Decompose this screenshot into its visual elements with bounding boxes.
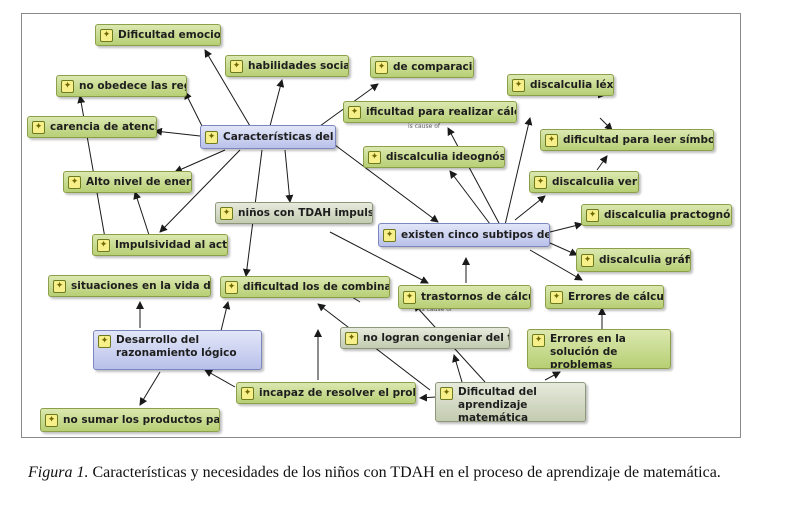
edge-label: is cause of (420, 306, 452, 313)
lightbulb-icon: ✦ (61, 79, 74, 93)
lightbulb-icon: ✦ (53, 279, 66, 293)
node-label: no sumar los productos parcial.. (63, 414, 220, 426)
lightbulb-icon: ✦ (225, 280, 238, 294)
node-label: habilidades sociales (248, 60, 348, 72)
node-label: niños con TDAH impulsivo (238, 207, 372, 219)
lightbulb-icon: ✦ (68, 175, 81, 189)
lightbulb-icon: ✦ (545, 133, 558, 147)
node-dificultad-simbolos[interactable]: ✦ dificultad para leer símbolos .. (540, 129, 714, 151)
node-dificultad-calculo[interactable]: ✦ ificultad para realizar cálcul.. (343, 101, 517, 123)
node-label: Desarrollo del razonamiento lógico (116, 334, 237, 359)
node-label: situaciones en la vida diaria (71, 280, 211, 292)
lightbulb-icon: ✦ (512, 78, 525, 92)
node-impulsividad[interactable]: ✦ Impulsividad al actuar (92, 234, 228, 256)
lightbulb-icon: ✦ (550, 290, 563, 304)
lightbulb-icon: ✦ (97, 238, 110, 252)
lightbulb-icon: ✦ (205, 130, 218, 144)
lightbulb-icon: ✦ (440, 387, 453, 400)
node-label: Errores de cálculo: (568, 291, 664, 303)
node-no-sumar[interactable]: ✦ no sumar los productos parcial.. (40, 408, 220, 432)
node-errores-calculo[interactable]: ✦ Errores de cálculo: (545, 285, 664, 309)
node-discalculia-practognostica[interactable]: ✦ discalculia practognóstica (581, 204, 732, 226)
node-label: Dificultad emocional (118, 29, 221, 41)
lightbulb-icon: ✦ (220, 206, 233, 220)
node-label: Alto nivel de energía (86, 176, 192, 188)
node-label: Características del niño (223, 131, 335, 143)
node-label: ificultad para realizar cálcul.. (366, 106, 516, 118)
lightbulb-icon: ✦ (241, 386, 254, 400)
node-label: de comparación (393, 61, 473, 73)
node-label: no logran congeniar del todo (363, 332, 509, 344)
node-label: discalculia verbal (552, 176, 638, 188)
lightbulb-icon: ✦ (345, 331, 358, 345)
lightbulb-icon: ✦ (403, 290, 416, 304)
node-label: discalculia ideognóstica (386, 151, 504, 163)
node-razonamiento-logico[interactable]: ✦ Desarrollo del razonamiento lógico (93, 330, 262, 370)
node-label: incapaz de resolver el problem.. (259, 387, 415, 399)
node-dificultad-aprendizaje[interactable]: ✦ Dificultad del aprendizaje matemática (435, 382, 586, 422)
node-dificultad-emocional[interactable]: ✦ Dificultad emocional (95, 24, 221, 46)
node-label: discalculia léxica (530, 79, 614, 91)
figure-caption: Figura 1. Características y necesidades … (28, 462, 788, 483)
node-label: Impulsividad al actuar (115, 239, 228, 251)
node-errores-solucion[interactable]: ✦ Errores en la solución de problemas (527, 329, 671, 369)
node-label: carencia de atención (50, 121, 156, 133)
node-label: Dificultad del aprendizaje matemática (458, 386, 537, 422)
lightbulb-icon: ✦ (348, 105, 361, 119)
lightbulb-icon: ✦ (368, 150, 381, 164)
node-discalculia-ideognostica[interactable]: ✦ discalculia ideognóstica (363, 146, 505, 168)
lightbulb-icon: ✦ (586, 208, 599, 222)
node-trastornos-calculo[interactable]: ✦ trastornos de cálculo. (398, 285, 531, 309)
lightbulb-icon: ✦ (230, 59, 243, 73)
lightbulb-icon: ✦ (532, 334, 545, 347)
lightbulb-icon: ✦ (98, 335, 111, 348)
node-discalculia-lexica[interactable]: ✦ discalculia léxica (507, 74, 614, 96)
node-label: discalculia practognóstica (604, 209, 731, 221)
node-label: dificultad los de combinación (243, 281, 389, 293)
node-caracteristicas-del-nino[interactable]: ✦ Características del niño (200, 125, 336, 149)
lightbulb-icon: ✦ (32, 120, 45, 134)
node-label: trastornos de cálculo. (421, 291, 530, 303)
edge-label: is cause of (408, 123, 440, 130)
node-label: existen cinco subtipos de disc.. (401, 229, 549, 241)
node-cinco-subtipos[interactable]: ✦ existen cinco subtipos de disc.. (378, 223, 550, 247)
lightbulb-icon: ✦ (534, 175, 547, 189)
node-dificultad-combinacion[interactable]: ✦ dificultad los de combinación (220, 276, 390, 298)
node-situaciones[interactable]: ✦ situaciones en la vida diaria (48, 275, 211, 297)
node-label: Errores en la solución de problemas (550, 333, 626, 369)
figure-label: Figura 1. (28, 464, 89, 481)
lightbulb-icon: ✦ (581, 253, 594, 267)
lightbulb-icon: ✦ (100, 28, 113, 42)
node-tdah-impulsivo[interactable]: ✦ niños con TDAH impulsivo (215, 202, 373, 224)
node-incapaz-resolver[interactable]: ✦ incapaz de resolver el problem.. (236, 382, 416, 404)
node-discalculia-verbal[interactable]: ✦ discalculia verbal (529, 171, 639, 193)
node-label: dificultad para leer símbolos .. (563, 134, 713, 146)
lightbulb-icon: ✦ (375, 60, 388, 74)
node-carencia-atencion[interactable]: ✦ carencia de atención (27, 116, 157, 138)
node-habilidades-sociales[interactable]: ✦ habilidades sociales (225, 55, 349, 77)
lightbulb-icon: ✦ (45, 413, 58, 427)
node-label: no obedece las reglas (79, 80, 186, 92)
node-no-obedece[interactable]: ✦ no obedece las reglas (56, 75, 187, 97)
lightbulb-icon: ✦ (383, 228, 396, 242)
node-no-logran[interactable]: ✦ no logran congeniar del todo (340, 327, 510, 349)
node-alto-nivel-energia[interactable]: ✦ Alto nivel de energía (63, 171, 192, 193)
node-label: discalculia gráfica (599, 254, 690, 266)
caption-text: Características y necesidades de los niñ… (88, 464, 721, 481)
node-discalculia-grafica[interactable]: ✦ discalculia gráfica (576, 248, 691, 272)
node-de-comparacion[interactable]: ✦ de comparación (370, 56, 474, 78)
